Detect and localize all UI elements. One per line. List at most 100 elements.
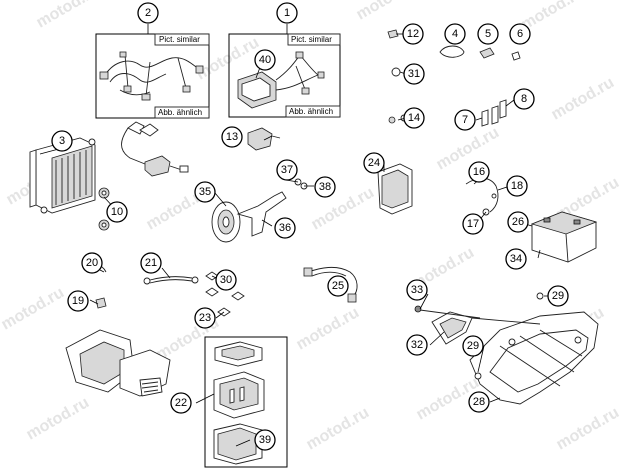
callout-5[interactable]: 5	[477, 23, 499, 45]
small-parts-drawing	[387, 29, 521, 124]
callout-number: 40	[259, 54, 271, 66]
callout-25[interactable]: 25	[327, 275, 349, 297]
callout-37[interactable]: 37	[276, 159, 298, 181]
callout-29-mid[interactable]: 29	[462, 335, 484, 357]
harness-box: Pict. similar Abb. ähnlich	[95, 33, 210, 119]
callout-number: 39	[259, 434, 271, 446]
callout-24[interactable]: 24	[363, 152, 385, 174]
box-note-bottom: Abb. ähnlich	[158, 108, 202, 117]
callout-number: 28	[473, 396, 485, 408]
watermark: motod.ru	[304, 404, 373, 453]
callout-16[interactable]: 16	[468, 161, 490, 183]
callout-40[interactable]: 40	[254, 49, 276, 71]
main-harness-box: Pict. similar Abb. ähnlich	[228, 33, 341, 118]
callout-18[interactable]: 18	[506, 175, 528, 197]
callout-3[interactable]: 3	[51, 130, 73, 152]
callout-33[interactable]: 33	[406, 279, 428, 301]
callout-number: 31	[408, 68, 420, 80]
callout-26[interactable]: 26	[507, 211, 529, 233]
callout-1[interactable]: 1	[276, 2, 298, 24]
subframe-drawing	[414, 292, 599, 405]
relay-drawing	[247, 127, 281, 151]
callout-30[interactable]: 30	[215, 269, 237, 291]
callout-10[interactable]: 10	[106, 201, 128, 223]
cable-drawing	[303, 266, 358, 303]
callout-number: 29	[552, 290, 564, 302]
callout-number: 22	[175, 397, 187, 409]
callout-29-top[interactable]: 29	[547, 285, 569, 307]
callout-6[interactable]: 6	[509, 23, 531, 45]
watermark: motod.ru	[434, 124, 503, 173]
callout-17[interactable]: 17	[462, 213, 484, 235]
callout-number: 14	[408, 112, 420, 124]
battery-drawing	[530, 211, 598, 263]
callout-number: 32	[411, 339, 423, 351]
callout-38[interactable]: 38	[314, 176, 336, 198]
watermark: motod.ru	[294, 304, 363, 353]
callout-number: 16	[473, 166, 485, 178]
callout-number: 5	[485, 28, 491, 40]
callout-12[interactable]: 12	[402, 23, 424, 45]
callout-number: 18	[511, 180, 523, 192]
callout-2[interactable]: 2	[137, 2, 159, 24]
callout-14[interactable]: 14	[403, 107, 425, 129]
callout-number: 35	[199, 186, 211, 198]
callout-number: 7	[462, 114, 468, 126]
callout-number: 21	[145, 257, 157, 269]
cover-drawing	[377, 163, 413, 215]
callout-34[interactable]: 34	[505, 248, 527, 270]
fuse-box-drawing	[204, 336, 288, 468]
callout-36[interactable]: 36	[274, 217, 296, 239]
connector-set-drawing	[121, 121, 189, 177]
callout-21[interactable]: 21	[140, 252, 162, 274]
callout-32[interactable]: 32	[406, 334, 428, 356]
callout-20[interactable]: 20	[81, 252, 103, 274]
callout-number: 13	[226, 131, 238, 143]
callout-39[interactable]: 39	[254, 429, 276, 451]
watermark: motod.ru	[34, 0, 103, 31]
callout-35[interactable]: 35	[194, 181, 216, 203]
callout-number: 26	[512, 216, 524, 228]
callout-number: 37	[281, 164, 293, 176]
callout-number: 36	[279, 222, 291, 234]
callout-number: 10	[111, 206, 123, 218]
callout-8[interactable]: 8	[513, 88, 535, 110]
callout-number: 1	[284, 7, 290, 19]
callout-number: 25	[332, 280, 344, 292]
watermark: motod.ru	[549, 74, 618, 123]
nut-drawing	[98, 187, 110, 231]
callout-number: 12	[407, 28, 419, 40]
box-note-bottom: Abb. ähnlich	[289, 107, 333, 116]
callout-number: 19	[72, 295, 84, 307]
callout-number: 2	[145, 7, 151, 19]
callout-number: 30	[220, 274, 232, 286]
callout-number: 4	[452, 28, 458, 40]
callout-7[interactable]: 7	[454, 109, 476, 131]
callout-22[interactable]: 22	[170, 392, 192, 414]
callout-4[interactable]: 4	[444, 23, 466, 45]
callout-31[interactable]: 31	[403, 63, 425, 85]
callout-number: 3	[59, 135, 65, 147]
callout-13[interactable]: 13	[221, 126, 243, 148]
callout-number: 33	[411, 284, 423, 296]
starter-motor-drawing	[65, 329, 171, 397]
watermark: motod.ru	[354, 0, 423, 23]
callout-23[interactable]: 23	[194, 307, 216, 329]
callout-number: 24	[368, 157, 380, 169]
box-note-top: Pict. similar	[159, 35, 200, 44]
voltage-regulator-drawing	[29, 137, 96, 214]
callout-number: 8	[521, 93, 527, 105]
battery-cable-drawing	[143, 276, 199, 285]
watermark: motod.ru	[0, 284, 67, 333]
watermark: motod.ru	[554, 404, 623, 453]
callout-number: 17	[467, 218, 479, 230]
main-harness-drawing	[237, 51, 325, 109]
callout-28[interactable]: 28	[468, 391, 490, 413]
box-note-top: Pict. similar	[291, 35, 332, 44]
callout-number: 20	[86, 257, 98, 269]
callout-number: 29	[467, 340, 479, 352]
callout-19[interactable]: 19	[67, 290, 89, 312]
wiring-harness-drawing	[99, 51, 204, 101]
callout-number: 38	[319, 181, 331, 193]
